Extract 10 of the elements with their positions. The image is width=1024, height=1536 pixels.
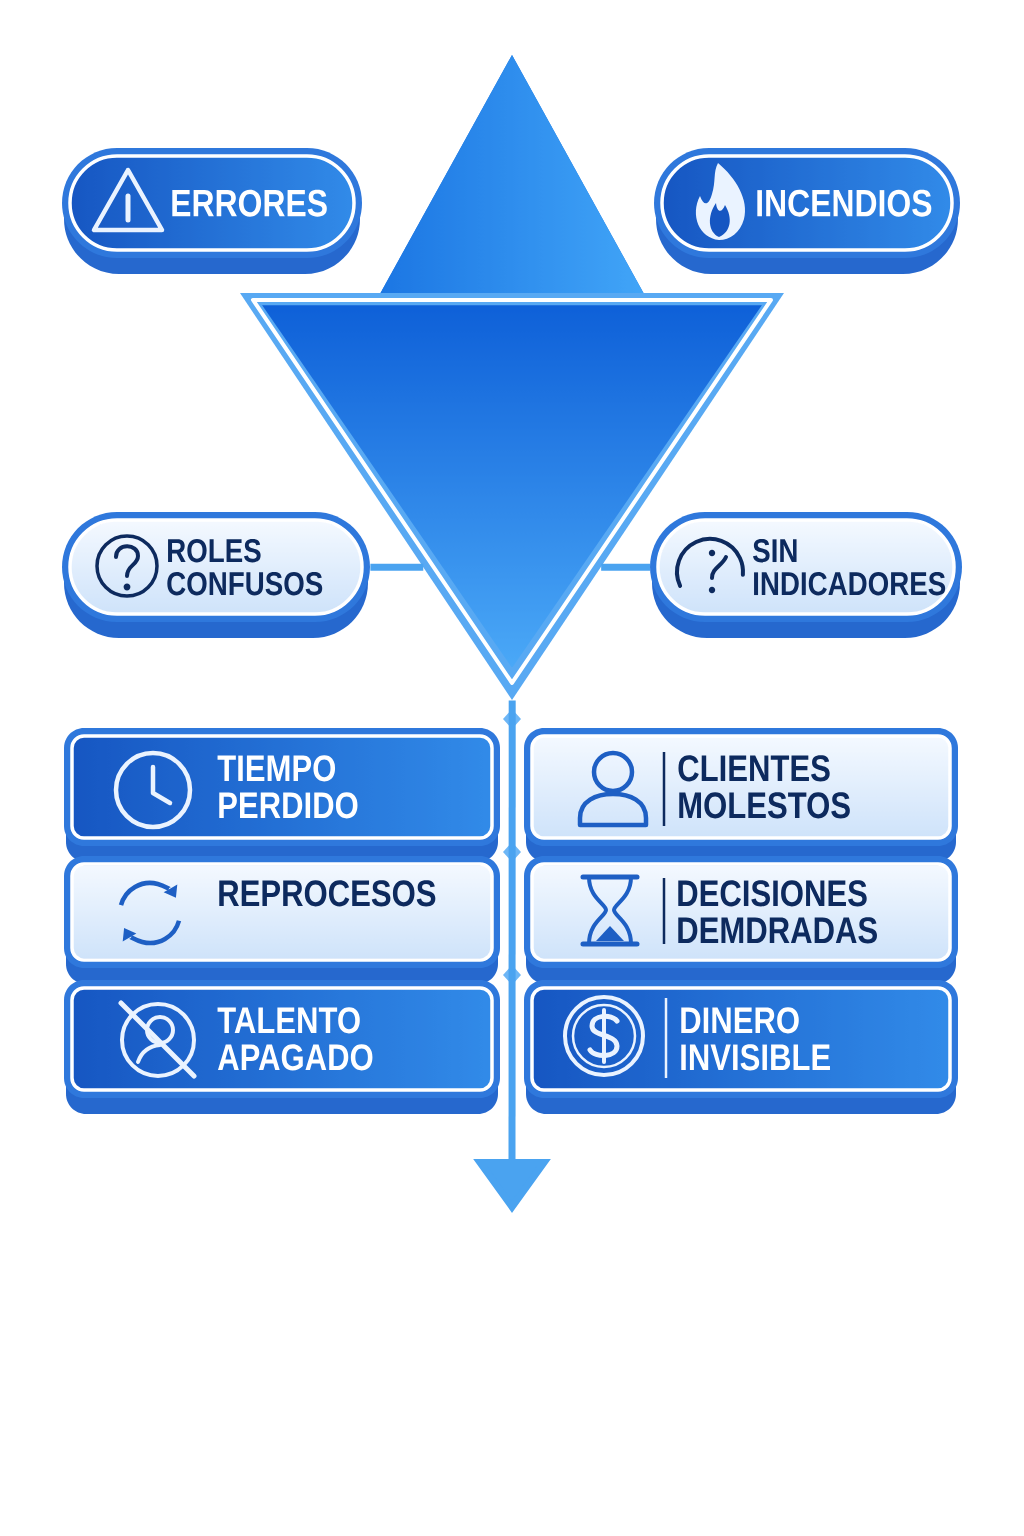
pill-label: ERRORES — [62, 148, 362, 274]
info-card: TIEMPO PERDIDO — [64, 728, 500, 862]
pill-label: ROLES CONFUSOS — [62, 512, 370, 638]
info-card: DECISIONES DEMDRADAS — [524, 856, 958, 984]
info-card: DINERO INVISIBLE — [524, 980, 958, 1114]
info-card: REPROCESOS — [64, 856, 500, 984]
pill-label: SIN INDICADORES — [650, 512, 962, 638]
info-card: TALENTO APAGADO — [64, 980, 500, 1114]
pill-label: INCENDIOS — [654, 148, 960, 274]
info-card: CLIENTES MOLESTOS — [524, 728, 958, 862]
